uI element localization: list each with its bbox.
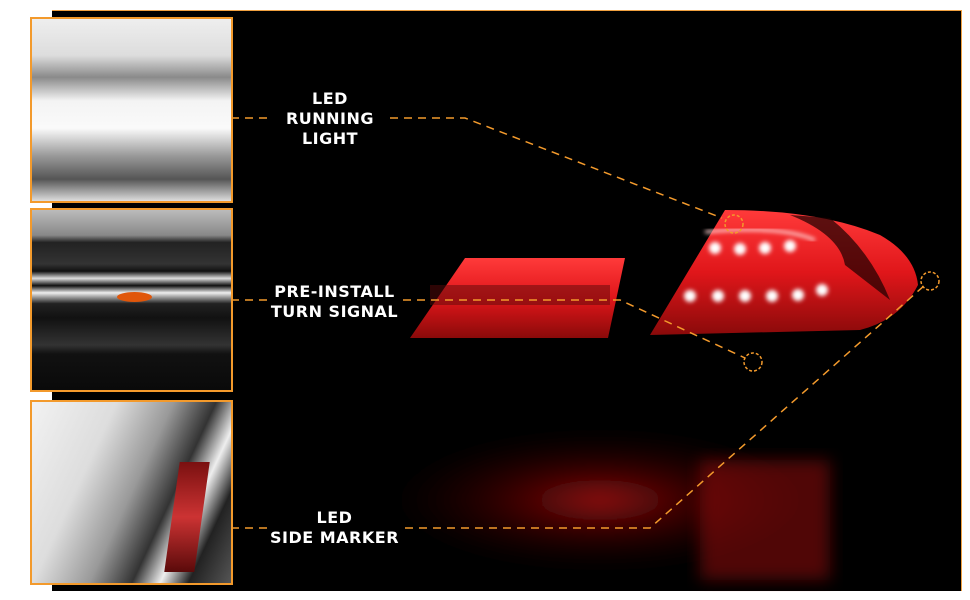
running-light-label: LED RUNNING LIGHT — [270, 89, 390, 149]
light-reflection-streak — [700, 460, 830, 580]
running-light-callout-line — [231, 117, 723, 219]
label-line: PRE-INSTALL — [274, 282, 395, 301]
label-line: LED — [316, 508, 353, 527]
running-light-marker-circle — [724, 214, 744, 234]
label-line: SIDE MARKER — [269, 528, 400, 547]
side-marker-label: LED SIDE MARKER — [262, 508, 407, 548]
led-dots — [684, 240, 828, 302]
amber-bulb — [117, 292, 152, 302]
quarter-lamp — [650, 210, 918, 335]
turn-signal-closeup-thumbnail — [30, 208, 233, 392]
label-line: LED — [312, 89, 348, 108]
quarter-lamp-dark-band — [790, 215, 890, 300]
label-line: TURN SIGNAL — [270, 302, 399, 321]
turn-signal-label: PRE-INSTALL TURN SIGNAL — [262, 282, 407, 322]
turn-signal-marker-circle — [743, 352, 763, 372]
running-light-closeup-thumbnail — [30, 17, 233, 203]
side-marker-marker-circle — [920, 271, 940, 291]
side-marker-callout-line — [231, 284, 926, 529]
turn-signal-callout-line — [231, 299, 746, 359]
running-light-tube — [704, 228, 816, 242]
side-marker-closeup-thumbnail — [30, 400, 233, 585]
trunk-lamp-stripes — [430, 285, 610, 305]
label-line: RUNNING — [285, 109, 375, 128]
label-line: LIGHT — [301, 129, 359, 148]
